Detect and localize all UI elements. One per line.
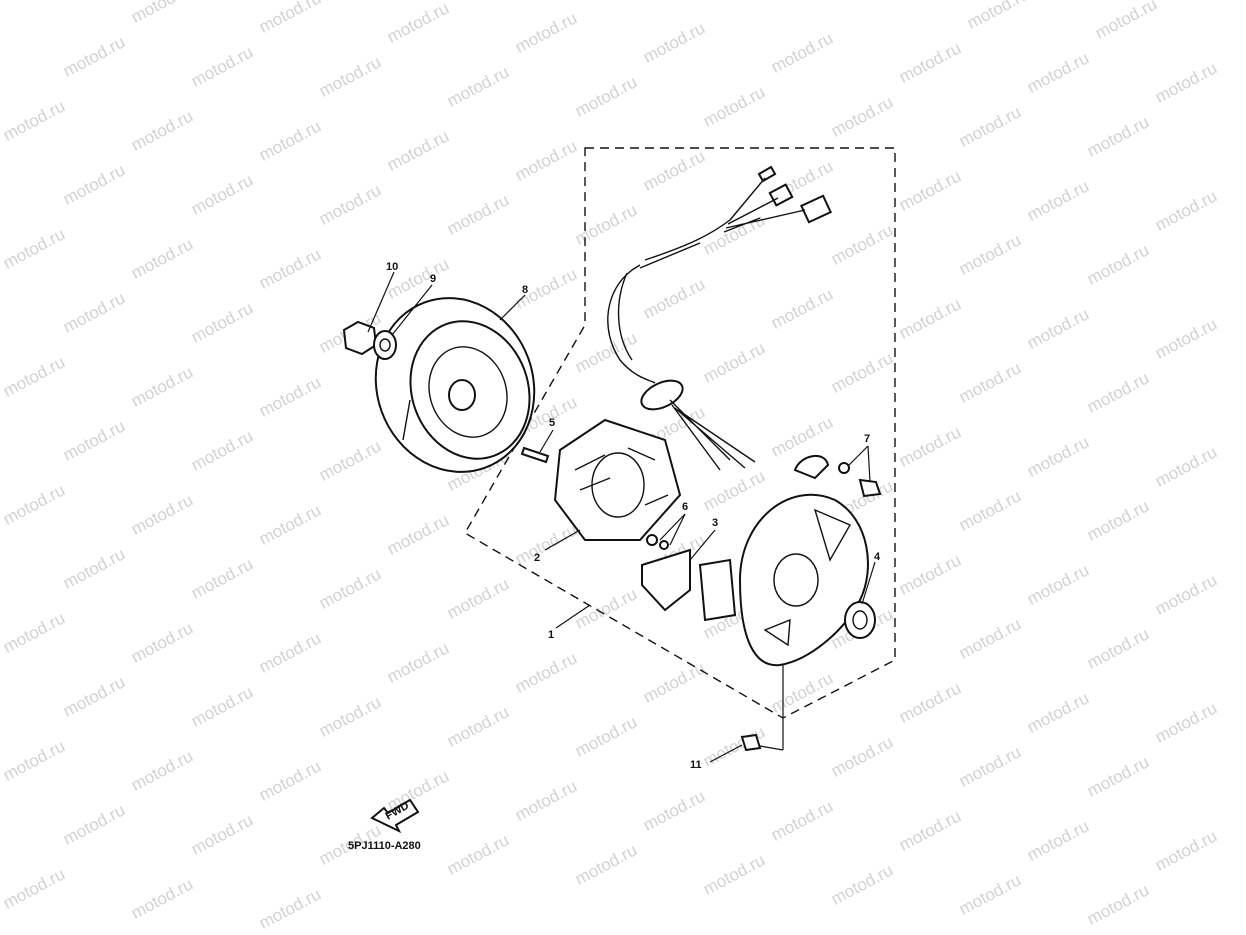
- callout-8: 8: [522, 284, 528, 296]
- diagram-code: 5PJ1110-A280: [348, 840, 421, 852]
- callout-11: 11: [690, 759, 702, 771]
- callout-7: 7: [864, 433, 870, 445]
- wiring-harness: [607, 165, 833, 471]
- callout-2: 2: [534, 552, 540, 564]
- callout-9: 9: [430, 273, 436, 285]
- stator-coil: [553, 418, 682, 541]
- clamp-and-screw: [793, 455, 882, 498]
- pickup-coil: [641, 534, 737, 622]
- fwd-arrow-icon: FWD: [370, 798, 420, 834]
- callout-3: 3: [712, 517, 718, 529]
- callout-5: 5: [549, 417, 555, 429]
- nut-and-washer: [342, 320, 397, 360]
- rotor-flywheel: [374, 297, 536, 473]
- callout-6: 6: [682, 501, 688, 513]
- callout-4: 4: [874, 551, 881, 563]
- callout-1: 1: [548, 629, 554, 641]
- stator-base-plate: [738, 493, 869, 667]
- bolt: [740, 733, 762, 752]
- callout-10: 10: [386, 261, 398, 273]
- screw: [520, 446, 550, 464]
- oil-seal: [844, 601, 876, 639]
- leader-lines: [367, 271, 876, 763]
